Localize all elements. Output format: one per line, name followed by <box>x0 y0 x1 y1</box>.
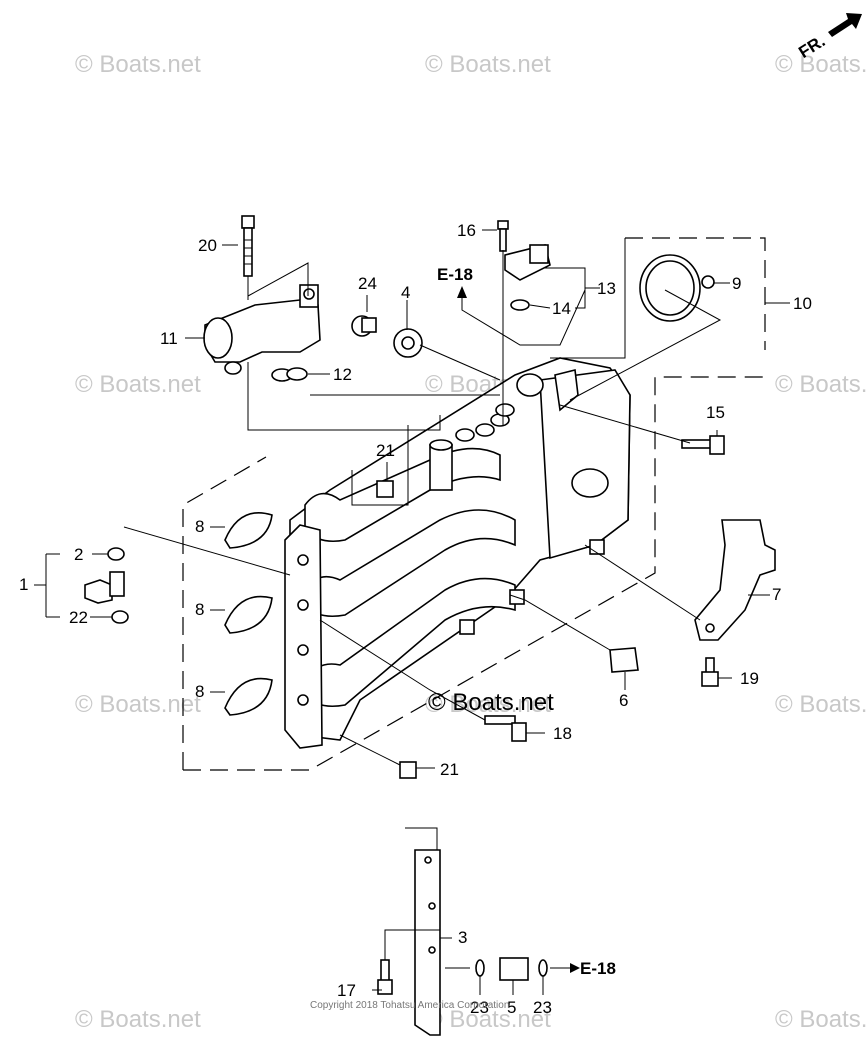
e18-reference-bottom: E-18 <box>580 959 616 978</box>
callout-14: 14 <box>552 299 571 318</box>
callout-21: 21 <box>376 441 395 460</box>
bolt-16 <box>497 220 509 252</box>
grommet-24 <box>351 315 377 337</box>
injector-1 <box>84 547 129 624</box>
callout-24: 24 <box>358 274 377 293</box>
clip-6 <box>609 647 639 673</box>
callout-12: 12 <box>333 365 352 384</box>
watermark: © Boats.net <box>425 51 551 78</box>
watermark: © Boats.net <box>425 1006 551 1033</box>
ref-label: E-18 <box>580 959 616 978</box>
center-watermark: © Boats.net <box>428 689 554 716</box>
callout-7: 7 <box>772 585 781 604</box>
callout-8: 8 <box>195 682 204 701</box>
idle-air-control-valve <box>203 284 321 375</box>
callout-6: 6 <box>619 691 628 710</box>
callout-23: 23 <box>470 998 489 1017</box>
callout-13: 13 <box>597 279 616 298</box>
assembly-boundaries <box>182 237 766 771</box>
nut-21-upper <box>376 480 394 498</box>
map-sensor <box>504 244 551 281</box>
watermark: © Boats.net <box>75 1006 201 1033</box>
callout-16: 16 <box>457 221 476 240</box>
front-arrow-icon <box>828 13 862 37</box>
gasket-8 <box>224 511 273 716</box>
callout-9: 9 <box>732 274 741 293</box>
watermark: © Boats.net <box>75 51 201 78</box>
callout-4: 4 <box>401 283 410 302</box>
callout-3: 3 <box>458 928 467 947</box>
intake-manifold <box>284 357 631 749</box>
callout-10: 10 <box>793 294 812 313</box>
gear-4 <box>393 328 423 358</box>
callout-11: 11 <box>160 329 178 348</box>
ref-label: E-18 <box>437 265 473 284</box>
callout-1: 1 <box>19 575 28 594</box>
bracket-7 <box>694 519 776 641</box>
watermark: © Boats.net <box>775 691 867 718</box>
callout-23: 23 <box>533 998 552 1017</box>
watermark: © Boats.net <box>75 691 201 718</box>
callout-19: 19 <box>740 669 759 688</box>
o-ring-12 <box>271 367 308 382</box>
callout-18: 18 <box>553 724 572 743</box>
o-ring-14 <box>510 299 530 311</box>
gasket-9 <box>639 254 715 322</box>
bolt-15 <box>681 435 725 455</box>
watermark: © Boats.net <box>425 691 551 718</box>
watermark: © Boats.net <box>775 1006 867 1033</box>
watermark: © Boats.net <box>775 371 867 398</box>
e18-reference-top: E-18 <box>437 265 473 298</box>
nut-21-lower <box>399 761 417 779</box>
callout-2: 2 <box>74 545 83 564</box>
bolt-19 <box>701 657 719 687</box>
leader-lines <box>34 229 790 995</box>
callout-17: 17 <box>337 981 356 1000</box>
callout-labels: 1 2 3 4 5 6 7 8 8 8 9 10 11 12 13 14 15 … <box>19 221 812 1017</box>
fuel-rail-assembly <box>377 827 580 1036</box>
copyright-text: Copyright 2018 Tohatsu America Corporati… <box>310 1000 509 1011</box>
callout-5: 5 <box>507 998 516 1017</box>
callout-20: 20 <box>198 236 217 255</box>
callout-22: 22 <box>69 608 88 627</box>
callout-21: 21 <box>440 760 459 779</box>
callout-8: 8 <box>195 517 204 536</box>
watermark: © Boats.net <box>775 51 867 78</box>
callout-8: 8 <box>195 600 204 619</box>
bolt-20 <box>241 215 255 277</box>
bolt-18 <box>484 715 527 742</box>
arrow-up-icon <box>457 286 467 298</box>
callout-15: 15 <box>706 403 725 422</box>
watermark: © Boats.net <box>75 371 201 398</box>
